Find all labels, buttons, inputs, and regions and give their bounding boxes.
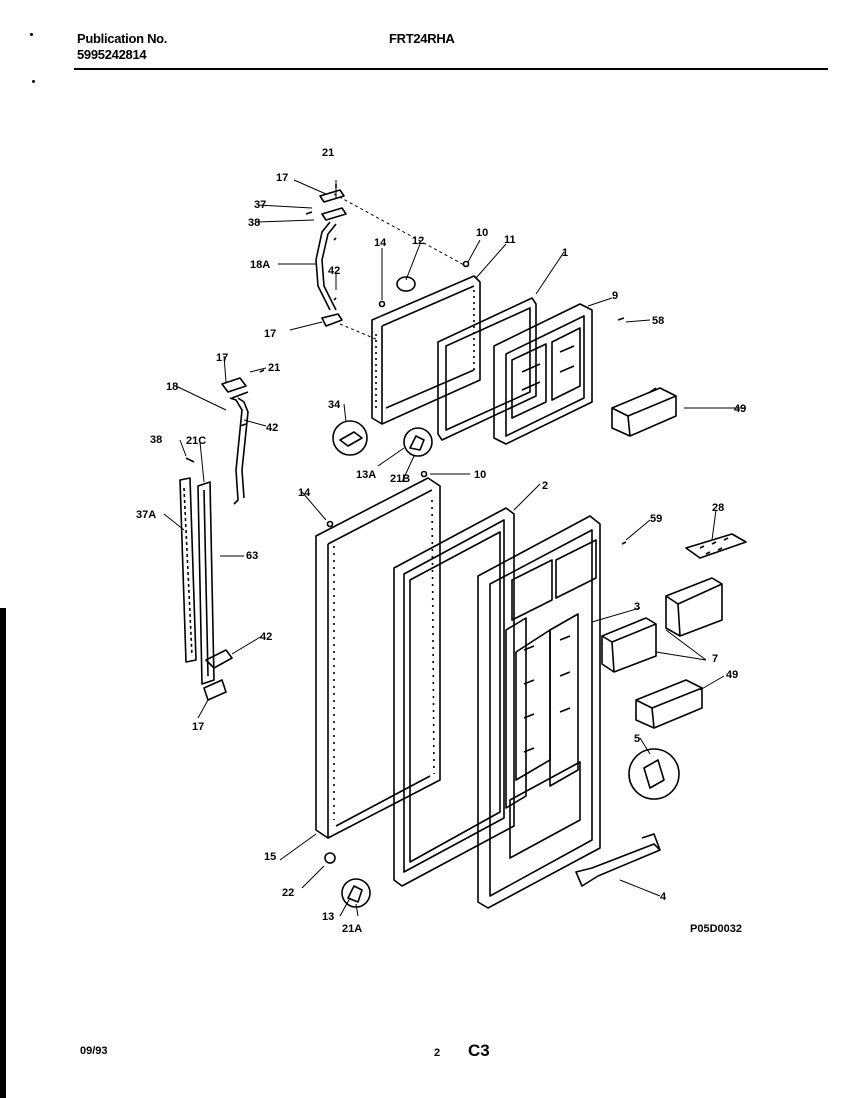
screw bbox=[305, 211, 337, 301]
detail-circle bbox=[403, 427, 433, 457]
callout: 14 bbox=[298, 487, 311, 499]
callout: 38 bbox=[248, 217, 260, 229]
upper-hinge-handle bbox=[315, 207, 347, 311]
callout: 9 bbox=[612, 290, 618, 302]
stop-part bbox=[339, 431, 363, 447]
footer-page: 2 bbox=[434, 1047, 441, 1059]
callout: 63 bbox=[246, 550, 258, 562]
egg-tray bbox=[685, 533, 747, 559]
callout: 4 bbox=[660, 891, 667, 903]
lower-gasket bbox=[393, 507, 515, 887]
callout: 3 bbox=[634, 601, 640, 613]
callout: 2 bbox=[542, 480, 548, 492]
hinge-pin-part bbox=[409, 435, 425, 451]
callout: 21C bbox=[186, 435, 206, 447]
diagram-code: P05D0032 bbox=[690, 923, 742, 935]
footer-date: 09/93 bbox=[80, 1045, 108, 1057]
callout: 13A bbox=[356, 469, 376, 481]
callout: 49 bbox=[726, 669, 738, 681]
callout: 21A bbox=[342, 923, 362, 935]
screw bbox=[185, 423, 247, 463]
lower-hinge-bracket bbox=[203, 679, 227, 701]
bottom-rack bbox=[575, 833, 661, 887]
callout: 34 bbox=[328, 399, 341, 411]
scan-edge-bar bbox=[0, 608, 6, 1098]
callout: 10 bbox=[476, 227, 488, 239]
callout: 18A bbox=[250, 259, 270, 271]
callout: 21B bbox=[390, 473, 410, 485]
callout: 21 bbox=[322, 147, 334, 159]
footer-section: C3 bbox=[468, 1041, 490, 1060]
callout: 42 bbox=[328, 265, 340, 277]
callout: 28 bbox=[712, 502, 724, 514]
callout: 7 bbox=[712, 653, 718, 665]
hinge-bracket bbox=[321, 313, 343, 327]
callout: 17 bbox=[192, 721, 204, 733]
callout: 21 bbox=[268, 362, 280, 374]
detail-circle bbox=[628, 748, 680, 800]
callout: 14 bbox=[374, 237, 387, 249]
detail-circle bbox=[332, 420, 368, 456]
callout: 42 bbox=[266, 422, 278, 434]
callout: 17 bbox=[276, 172, 288, 184]
model-number: FRT24RHA bbox=[389, 31, 455, 46]
publication-label: Publication No. bbox=[77, 31, 168, 46]
upper-door-outer bbox=[371, 275, 481, 425]
screw bbox=[617, 317, 627, 545]
callout: 37A bbox=[136, 509, 156, 521]
callout: 22 bbox=[282, 887, 294, 899]
scan-speck bbox=[30, 33, 33, 36]
callout: 17 bbox=[264, 328, 276, 340]
callout: 12 bbox=[412, 235, 424, 247]
callout: 17 bbox=[216, 352, 228, 364]
middle-hinge bbox=[221, 377, 249, 505]
callout: 5 bbox=[634, 733, 640, 745]
callout: 15 bbox=[264, 851, 276, 863]
lower-door-liner bbox=[477, 515, 601, 909]
side-strip bbox=[179, 477, 197, 663]
screw bbox=[462, 260, 470, 268]
callout: 37 bbox=[254, 199, 266, 211]
callout: 10 bbox=[474, 469, 486, 481]
lower-door-bin bbox=[665, 577, 723, 637]
detail-circle bbox=[341, 878, 371, 908]
callout: 59 bbox=[650, 513, 662, 525]
cap-part bbox=[643, 759, 665, 789]
callout: 1 bbox=[562, 247, 568, 259]
publication-number: 5995242814 bbox=[77, 47, 147, 62]
upper-door-shelf bbox=[611, 387, 677, 437]
hinge-pin-part bbox=[347, 885, 363, 903]
header-rule bbox=[74, 68, 828, 70]
screw bbox=[420, 470, 428, 478]
lower-hinge-bracket bbox=[205, 649, 233, 669]
scan-speck bbox=[32, 80, 35, 83]
screw bbox=[259, 184, 337, 373]
bushing bbox=[324, 852, 336, 864]
callout: 13 bbox=[322, 911, 334, 923]
plug-part bbox=[396, 276, 416, 292]
lower-door-shelf bbox=[635, 679, 703, 729]
upper-gasket bbox=[437, 297, 537, 441]
callout: 11 bbox=[504, 234, 516, 246]
callout: 42 bbox=[260, 631, 272, 643]
lower-door-bin bbox=[601, 617, 657, 673]
screw bbox=[326, 520, 334, 528]
screw bbox=[378, 300, 386, 308]
lower-door-outer bbox=[315, 477, 441, 839]
callout: 38 bbox=[150, 434, 162, 446]
hinge-bar bbox=[197, 481, 215, 685]
callout: 18 bbox=[166, 381, 178, 393]
callout: 49 bbox=[734, 403, 746, 415]
upper-door-liner bbox=[493, 303, 593, 445]
callout: 58 bbox=[652, 315, 664, 327]
hinge-bracket bbox=[319, 189, 345, 203]
